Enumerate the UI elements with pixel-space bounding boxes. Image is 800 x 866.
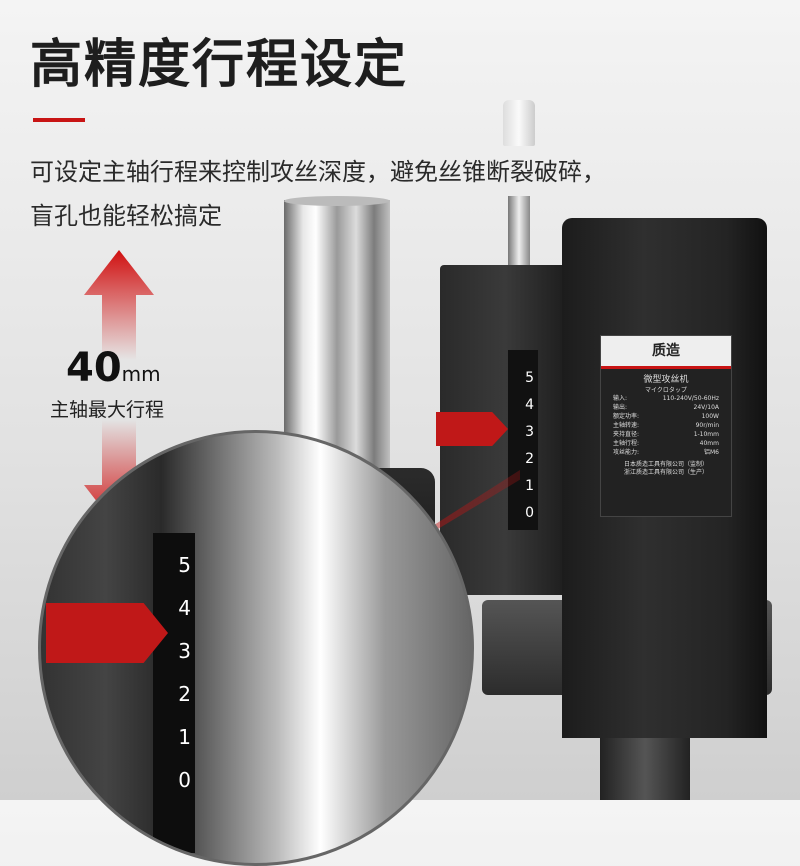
description: 可设定主轴行程来控制攻丝深度，避免丝锥断裂破碎， 盲孔也能轻松搞定 [30, 150, 730, 238]
scale-label: 5 [178, 553, 191, 577]
scale-label: 0 [178, 768, 191, 792]
spec-key: 输入: [613, 395, 628, 402]
depth-stop-slider-small [436, 412, 508, 446]
spec-value: 110-240V/50-60Hz [662, 395, 719, 402]
maker-line: 日本质造工具有限公司（监制） [623, 461, 708, 468]
stroke-label: 主轴最大行程 [50, 399, 165, 421]
scale-label: 2 [178, 682, 191, 706]
spec-key: 额定功率: [613, 413, 640, 420]
stroke-unit: mm [121, 362, 161, 386]
spec-row: 输出: 24V/10A [601, 403, 731, 412]
spec-row: 主轴转速: 90r/min [601, 421, 731, 430]
spec-row: 攻丝能力: 铝M6 [601, 448, 731, 457]
stroke-number: 40 [66, 345, 122, 391]
spec-key: 攻丝能力: [613, 449, 640, 456]
spec-key: 主轴转速: [613, 422, 640, 429]
description-line: 可设定主轴行程来控制攻丝深度，避免丝锥断裂破碎， [30, 158, 606, 186]
nameplate: 质造 微型攻丝机 マイクロタップ 输入: 110-240V/50-60Hz 输出: 2… [600, 335, 732, 517]
column-top [284, 196, 390, 206]
spec-value: 90r/min [695, 422, 719, 429]
zoom-detail-circle: 5 4 3 2 1 0 [38, 430, 474, 866]
depth-scale-large: 5 4 3 2 1 0 [153, 533, 195, 853]
spec-value: 24V/10A [693, 404, 720, 411]
spec-value: 1-10mm [693, 431, 719, 438]
spec-value: 40mm [699, 440, 719, 447]
spindle-rod [508, 196, 530, 270]
spindle-cap [503, 100, 535, 146]
title-underline [33, 118, 85, 122]
spec-row: 额定功率: 100W [601, 412, 731, 421]
scale-label: 2 [525, 451, 534, 467]
spec-key: 输出: [613, 404, 628, 411]
scale-label: 4 [178, 596, 191, 620]
spec-row: 夹持直径: 1-10mm [601, 430, 731, 439]
depth-scale-small: 5 4 3 2 1 0 [508, 350, 538, 530]
spec-value: 100W [701, 413, 719, 420]
stroke-value: 40mm [66, 345, 161, 391]
brand-logo: 质造 [601, 336, 731, 369]
page-title: 高精度行程设定 [30, 35, 409, 95]
maker-info: 日本质造工具有限公司（监制） 浙江质造工具有限公司（生产） [601, 461, 731, 477]
spec-key: 夹持直径: [613, 431, 640, 438]
spec-key: 主轴行程: [613, 440, 640, 447]
depth-stop-slider-large [46, 603, 168, 663]
product-subname: マイクロタップ [645, 387, 687, 394]
product-name: 微型攻丝机 [643, 375, 689, 385]
scale-label: 0 [525, 505, 534, 521]
spec-row: 主轴行程: 40mm [601, 439, 731, 448]
scale-label: 3 [525, 424, 534, 440]
scale-label: 1 [525, 478, 534, 494]
scale-label: 4 [525, 397, 534, 413]
scale-label: 3 [178, 639, 191, 663]
scale-label: 5 [525, 370, 534, 386]
scale-label: 1 [178, 725, 191, 749]
arrow-up-icon [84, 250, 154, 360]
description-line: 盲孔也能轻松搞定 [30, 202, 222, 230]
maker-line: 浙江质造工具有限公司（生产） [623, 469, 708, 476]
spec-value: 铝M6 [704, 449, 719, 456]
spec-row: 输入: 110-240V/50-60Hz [601, 394, 731, 403]
